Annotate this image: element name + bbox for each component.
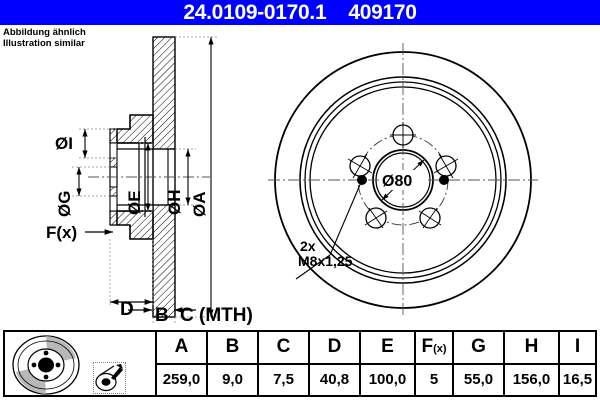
dimension-dia-G: ØG	[55, 167, 82, 217]
table-value-C: 7,5	[259, 364, 310, 395]
table-header-A: A	[157, 332, 208, 363]
table-value-H: 156,0	[505, 364, 560, 395]
threaded-hole-group	[357, 175, 449, 185]
dimension-f-x: F(x)	[46, 223, 113, 242]
label-dia-A: ØA	[190, 192, 209, 218]
dimension-dia-E: ØE	[125, 143, 151, 215]
label-D: D	[120, 299, 134, 320]
table-value-E: 100,0	[361, 364, 416, 395]
dimension-dia-A: ØA	[190, 37, 214, 317]
table-header-C: C	[259, 332, 310, 363]
disc-hat-profile	[109, 114, 154, 240]
dimension-dia-H: ØH	[165, 149, 191, 216]
thread-note-group: 2x M8x1,25	[295, 179, 363, 280]
specification-table: A B C D E F(x) G H I 259,0 9,0 7,5 40,8 …	[3, 330, 597, 397]
table-value-B: 9,0	[208, 364, 259, 395]
label-dia-G: ØG	[55, 191, 74, 217]
label-center-bore: Ø80	[382, 173, 412, 190]
dimension-D: D	[110, 299, 153, 320]
label-thread-spec: M8x1,25	[298, 253, 353, 269]
table-header-F-main: F	[421, 336, 434, 358]
label-dia-H: ØH	[165, 190, 184, 216]
table-header-E: E	[361, 332, 416, 363]
dimension-center-bore: Ø80	[379, 159, 427, 201]
dimension-C-MTH: C (MTH)	[174, 305, 253, 326]
table-header-G: G	[454, 332, 505, 363]
table-value-F: 5	[416, 364, 454, 395]
illustration-note-en: Illustration similar	[3, 38, 85, 49]
bolt-hole-group	[347, 122, 459, 229]
part-number: 24.0109-0170.1	[183, 1, 327, 24]
label-dia-I: ØI	[55, 134, 73, 153]
table-header-row: A B C D E F(x) G H I	[157, 332, 595, 365]
brake-disc-icon	[8, 334, 84, 396]
article-number: 409170	[348, 1, 417, 24]
table-header-F: F(x)	[416, 332, 454, 363]
threaded-hole	[439, 175, 449, 185]
front-view-group: Ø80 2x M8x1,25	[268, 43, 538, 317]
header-title-group: 24.0109-0170.1 409170	[0, 0, 600, 25]
table-header-H: H	[505, 332, 560, 363]
table-value-row: 259,0 9,0 7,5 40,8 100,0 5 55,0 156,0 16…	[157, 364, 595, 395]
label-C-MTH: C (MTH)	[180, 305, 253, 326]
table-value-D: 40,8	[310, 364, 361, 395]
table-icon-cell	[5, 332, 157, 395]
table-header-D: D	[310, 332, 361, 363]
table-header-F-sub: (x)	[433, 343, 447, 356]
table-value-A: 259,0	[157, 364, 208, 395]
dimension-dia-I: ØI	[55, 129, 88, 158]
caliper-measure-icon	[93, 362, 126, 394]
label-dia-E: ØE	[125, 190, 144, 215]
label-B: B	[155, 305, 169, 326]
table-value-I: 16,5	[562, 371, 593, 389]
drawing-area: ØI ØG ØE ØH	[0, 25, 600, 328]
section-view-group: ØI ØG ØE ØH	[46, 36, 253, 326]
bolt-hole	[364, 207, 388, 229]
bolt-hole	[433, 153, 459, 179]
bolt-hole	[418, 207, 442, 229]
table-grid: A B C D E F(x) G H I 259,0 9,0 7,5 40,8 …	[157, 332, 595, 395]
table-header-B: B	[208, 332, 259, 363]
label-f-x: F(x)	[46, 223, 77, 242]
technical-drawing-svg: ØI ØG ØE ØH	[46, 36, 538, 326]
label-thread-count: 2x	[300, 238, 316, 254]
table-header-I: I	[574, 336, 581, 358]
bolt-hole	[347, 153, 373, 179]
header-banner	[0, 0, 600, 25]
bolt-hole	[390, 122, 416, 148]
illustration-note-de: Abbildung ähnlich	[3, 27, 86, 38]
illustration-note: Abbildung ähnlich Illustration similar	[3, 27, 86, 49]
disc-rim-profile	[152, 36, 176, 318]
dimension-B: B	[128, 305, 169, 326]
table-value-G: 55,0	[454, 364, 505, 395]
